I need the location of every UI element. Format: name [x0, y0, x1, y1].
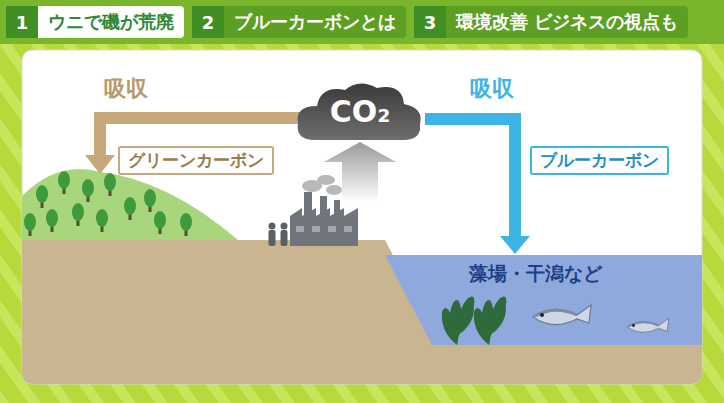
cloud-text: CO₂	[330, 94, 391, 129]
tab-number: 3	[414, 6, 446, 38]
section-tab: 2ブルーカーボンとは	[192, 6, 406, 38]
tab-title: ウニで磯が荒廃	[38, 6, 184, 38]
fish	[533, 305, 591, 325]
ground	[22, 240, 702, 384]
tag-text: ブルーカーボン	[540, 150, 659, 170]
absorb-label: 吸収	[470, 74, 514, 104]
tab-title: 環境改善 ビジネスの視点も	[446, 6, 688, 38]
tab-title: ブルーカーボンとは	[224, 6, 406, 38]
seaweed	[438, 294, 479, 345]
section-tab: 3環境改善 ビジネスの視点も	[414, 6, 688, 38]
absorb-label: 吸収	[104, 74, 148, 104]
carbon-tag: ブルーカーボン	[530, 146, 669, 175]
tag-text: グリーンカーボン	[128, 150, 264, 170]
seaweed	[470, 294, 511, 345]
tab-number: 1	[6, 6, 38, 38]
fish	[627, 318, 669, 332]
carbon-tag: グリーンカーボン	[118, 146, 274, 175]
sea-area: 藻場・干潟など	[385, 255, 702, 345]
section-tab: 1ウニで磯が荒廃	[6, 6, 184, 38]
trees	[24, 171, 192, 236]
sea-label: 藻場・干潟など	[469, 261, 602, 287]
emission-arrow	[324, 142, 396, 202]
hill	[22, 169, 238, 240]
top-bar	[0, 0, 724, 44]
green-absorb-arrow	[85, 118, 300, 174]
factory	[290, 192, 358, 246]
absorb-arrow	[425, 119, 530, 254]
tab-number: 2	[192, 6, 224, 38]
panel	[22, 50, 702, 384]
people	[269, 223, 288, 247]
co2-cloud: CO₂	[295, 78, 425, 144]
